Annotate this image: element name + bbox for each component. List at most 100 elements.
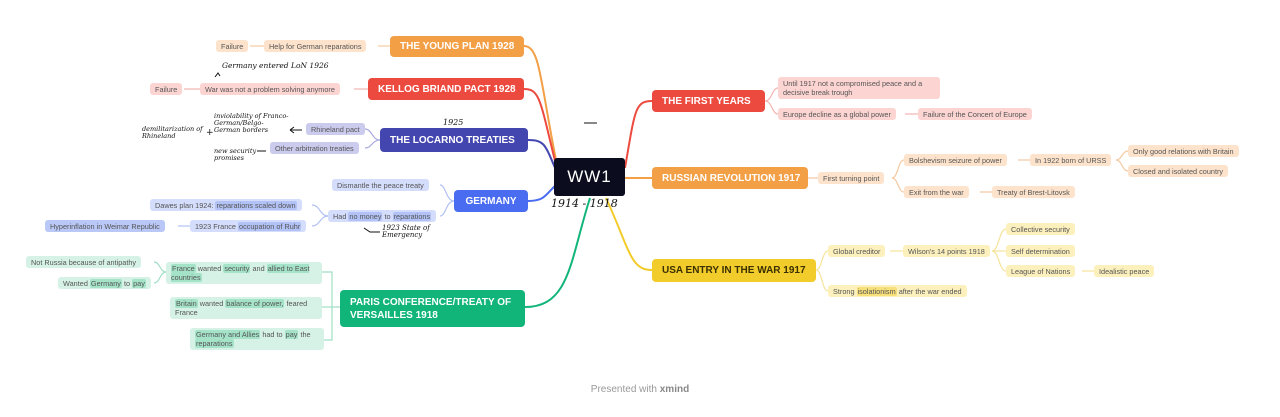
france-c: security bbox=[223, 264, 251, 273]
germany-dawes-plan[interactable]: Dawes plan 1924: reparations scaled down bbox=[150, 199, 302, 211]
strong-b: isolationism bbox=[856, 286, 897, 296]
topic-kellogg-label: KELLOG BRIAND PACT 1928 bbox=[378, 83, 516, 95]
brest-label: Treaty of Brest-Litovsk bbox=[997, 187, 1070, 197]
russian-only-good-relations[interactable]: Only good relations with Britain bbox=[1128, 145, 1239, 157]
topic-versailles[interactable]: PARIS CONFERENCE/TREATY OF VERSAILLES 19… bbox=[340, 290, 525, 327]
russian-brest-litovsk[interactable]: Treaty of Brest-Litovsk bbox=[992, 186, 1075, 198]
britain-a: Britain bbox=[175, 299, 198, 308]
kellogg-war-not-solution[interactable]: War was not a problem solving anymore bbox=[200, 83, 340, 95]
collective-label: Collective security bbox=[1011, 224, 1070, 234]
usa-global-creditor[interactable]: Global creditor bbox=[828, 245, 886, 257]
first-years-concert-failure[interactable]: Failure of the Concert of Europe bbox=[918, 108, 1032, 120]
kellogg-failure-label: Failure bbox=[155, 84, 178, 94]
topic-kellogg-briand[interactable]: KELLOG BRIAND PACT 1928 bbox=[368, 78, 524, 100]
topic-usa-label: USA ENTRY IN THE WAR 1917 bbox=[662, 265, 806, 276]
germany-dismantle-treaty[interactable]: Dismantle the peace treaty bbox=[332, 179, 429, 191]
xmind-brand-link[interactable]: xmind bbox=[659, 384, 690, 395]
wilson-label: Wilson's 14 points 1918 bbox=[908, 246, 985, 256]
topic-germany[interactable]: GERMANY bbox=[454, 190, 528, 212]
usa-strong-isolationism[interactable]: Strong isolationism after the war ended bbox=[828, 285, 967, 297]
locarno-other-treaties[interactable]: Other arbitration treaties bbox=[270, 142, 359, 154]
rhineland-label: Rhineland pact bbox=[311, 124, 360, 134]
topic-russian-label: RUSSIAN REVOLUTION 1917 bbox=[662, 172, 801, 184]
urss-label: In 1922 born of URSS bbox=[1035, 155, 1107, 165]
until-1917-label: Until 1917 not a compromised peace and a… bbox=[783, 79, 923, 97]
kellogg-failure[interactable]: Failure bbox=[150, 83, 183, 95]
russian-bolshevism[interactable]: Bolshevism seizure of power bbox=[904, 154, 1007, 166]
russian-first-turning-point[interactable]: First turning point bbox=[818, 172, 885, 184]
versailles-germany-pay[interactable]: Germany and Allies had to pay the repara… bbox=[190, 328, 324, 350]
usa-collective-security[interactable]: Collective security bbox=[1006, 223, 1075, 235]
germany-pay-d: the bbox=[300, 330, 311, 339]
league-label: League of Nations bbox=[1011, 266, 1071, 276]
handwritten-demilitarization: demilitarization of Rhineland bbox=[142, 126, 207, 140]
europe-decline-label: Europe decline as a global power bbox=[783, 109, 891, 119]
wanted-b: Germany bbox=[89, 278, 122, 288]
germany-pay-e: reparations bbox=[195, 339, 234, 348]
dawes-a: Dawes plan 1924: bbox=[155, 200, 214, 210]
no-money-a: Had bbox=[333, 211, 347, 221]
germany-pay-a: Germany and Allies bbox=[195, 330, 261, 339]
ruhr-a: 1923 France bbox=[195, 221, 236, 231]
topic-russian-revolution[interactable]: RUSSIAN REVOLUTION 1917 bbox=[652, 167, 808, 189]
germany-hyperinflation[interactable]: Hyperinflation in Weimar Republic bbox=[45, 220, 165, 232]
usa-idealistic-peace[interactable]: Idealistic peace bbox=[1094, 265, 1155, 277]
france-b: wanted bbox=[197, 264, 222, 273]
central-topic[interactable]: WW1 bbox=[554, 158, 625, 196]
versailles-wanted-germany-pay[interactable]: Wanted Germany to pay bbox=[58, 277, 151, 289]
versailles-france-security[interactable]: France wanted security and allied to Eas… bbox=[166, 262, 322, 284]
wanted-d: pay bbox=[132, 278, 146, 288]
usa-league-of-nations[interactable]: League of Nations bbox=[1006, 265, 1076, 277]
topic-usa-entry[interactable]: USA ENTRY IN THE WAR 1917 bbox=[652, 259, 816, 282]
hyper-label: Hyperinflation in Weimar Republic bbox=[50, 221, 160, 231]
self-det-label: Self determination bbox=[1011, 246, 1070, 256]
russian-exit-war[interactable]: Exit from the war bbox=[904, 186, 969, 198]
security-text: new security promises bbox=[214, 147, 257, 162]
young-plan-reparations[interactable]: Help for German reparations bbox=[264, 40, 367, 52]
handwritten-years: 1914 - 1918 bbox=[551, 197, 618, 210]
handwritten-plus: + bbox=[206, 128, 214, 138]
topic-versailles-label: PARIS CONFERENCE/TREATY OF VERSAILLES 19… bbox=[350, 296, 512, 321]
versailles-not-russia[interactable]: Not Russia because of antipathy bbox=[26, 256, 142, 268]
other-treaties-label: Other arbitration treaties bbox=[275, 143, 354, 153]
handwritten-security: new security promises bbox=[214, 148, 259, 162]
locarno-rhineland-pact[interactable]: Rhineland pact bbox=[306, 123, 365, 135]
topic-locarno[interactable]: THE LOCARNO TREATIES bbox=[380, 128, 528, 152]
first-years-europe-decline[interactable]: Europe decline as a global power bbox=[778, 108, 896, 120]
topic-first-years-label: THE FIRST YEARS bbox=[662, 95, 751, 107]
exit-label: Exit from the war bbox=[909, 187, 964, 197]
topic-germany-label: GERMANY bbox=[465, 195, 517, 207]
handwritten-germany-lon: Germany entered LoN 1926 bbox=[222, 61, 329, 70]
first-years-until-1917[interactable]: Until 1917 not a compromised peace and a… bbox=[778, 77, 940, 99]
topic-young-plan-label: THE YOUNG PLAN 1928 bbox=[400, 41, 515, 52]
ruhr-b: occupation of Ruhr bbox=[238, 221, 302, 231]
germany-ruhr-occupation[interactable]: 1923 France occupation of Ruhr bbox=[190, 220, 307, 232]
kellogg-sub-label: War was not a problem solving anymore bbox=[205, 84, 335, 94]
france-d: and bbox=[252, 264, 265, 273]
inviol-text: inviolability of Franco-German/Belgo-Ger… bbox=[214, 112, 289, 134]
dawes-b: reparations scaled down bbox=[215, 200, 297, 210]
only-good-label: Only good relations with Britain bbox=[1133, 146, 1234, 156]
creditor-label: Global creditor bbox=[833, 246, 881, 256]
usa-self-determination[interactable]: Self determination bbox=[1006, 245, 1075, 257]
young-plan-reparations-label: Help for German reparations bbox=[269, 41, 362, 51]
topic-first-years[interactable]: THE FIRST YEARS bbox=[652, 90, 765, 112]
usa-wilson-14-points[interactable]: Wilson's 14 points 1918 bbox=[903, 245, 990, 257]
wanted-a: Wanted bbox=[63, 278, 88, 288]
dismantle-label: Dismantle the peace treaty bbox=[337, 180, 424, 190]
britain-d: feared France bbox=[175, 299, 308, 317]
topic-young-plan[interactable]: THE YOUNG PLAN 1928 bbox=[390, 36, 524, 57]
handwritten-state-emergency: 1923 State of Emergency bbox=[382, 225, 442, 239]
state-emergency-text: 1923 State of Emergency bbox=[382, 224, 430, 239]
germany-no-money[interactable]: Had no money to reparations bbox=[328, 210, 437, 222]
russian-closed-country[interactable]: Closed and isolated country bbox=[1128, 165, 1229, 177]
footer-text: Presented with bbox=[590, 384, 657, 395]
handwritten-inviolability: inviolability of Franco-German/Belgo-Ger… bbox=[214, 113, 289, 134]
young-plan-failure[interactable]: Failure bbox=[216, 40, 249, 52]
no-money-c: to bbox=[384, 211, 391, 221]
versailles-britain-balance[interactable]: Britain wanted balance of power, feared … bbox=[170, 297, 322, 319]
strong-c: after the war ended bbox=[898, 286, 962, 296]
demil-text: demilitarization of Rhineland bbox=[142, 125, 203, 140]
russian-urss[interactable]: In 1922 born of URSS bbox=[1030, 154, 1112, 166]
